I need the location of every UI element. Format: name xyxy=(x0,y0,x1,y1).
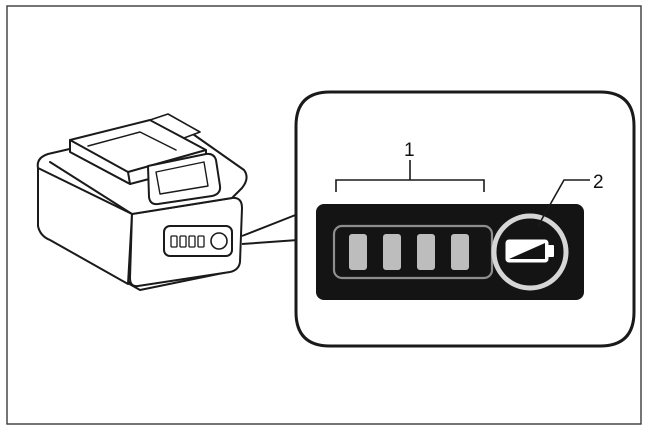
callout-2-number: 2 xyxy=(593,172,604,193)
battery-pack xyxy=(36,113,248,291)
charge-segment xyxy=(383,234,401,270)
pack-segment xyxy=(179,235,187,248)
charge-segment xyxy=(349,234,367,270)
charge-segment xyxy=(417,234,435,270)
pack-segment xyxy=(188,235,196,248)
charge-level-segments xyxy=(349,234,469,270)
pack-check-button xyxy=(210,232,228,250)
battery-pack-display-window xyxy=(147,152,222,206)
pack-segment xyxy=(170,235,178,248)
zoom-connector xyxy=(241,213,299,245)
callout-2-leader xyxy=(537,179,590,227)
pack-segment xyxy=(197,235,205,248)
pack-indicator-segments xyxy=(170,235,205,248)
charge-segment xyxy=(451,234,469,270)
callout-1-bracket xyxy=(335,160,485,192)
callout-1-number: 1 xyxy=(404,140,415,161)
battery-low-icon xyxy=(505,239,554,263)
